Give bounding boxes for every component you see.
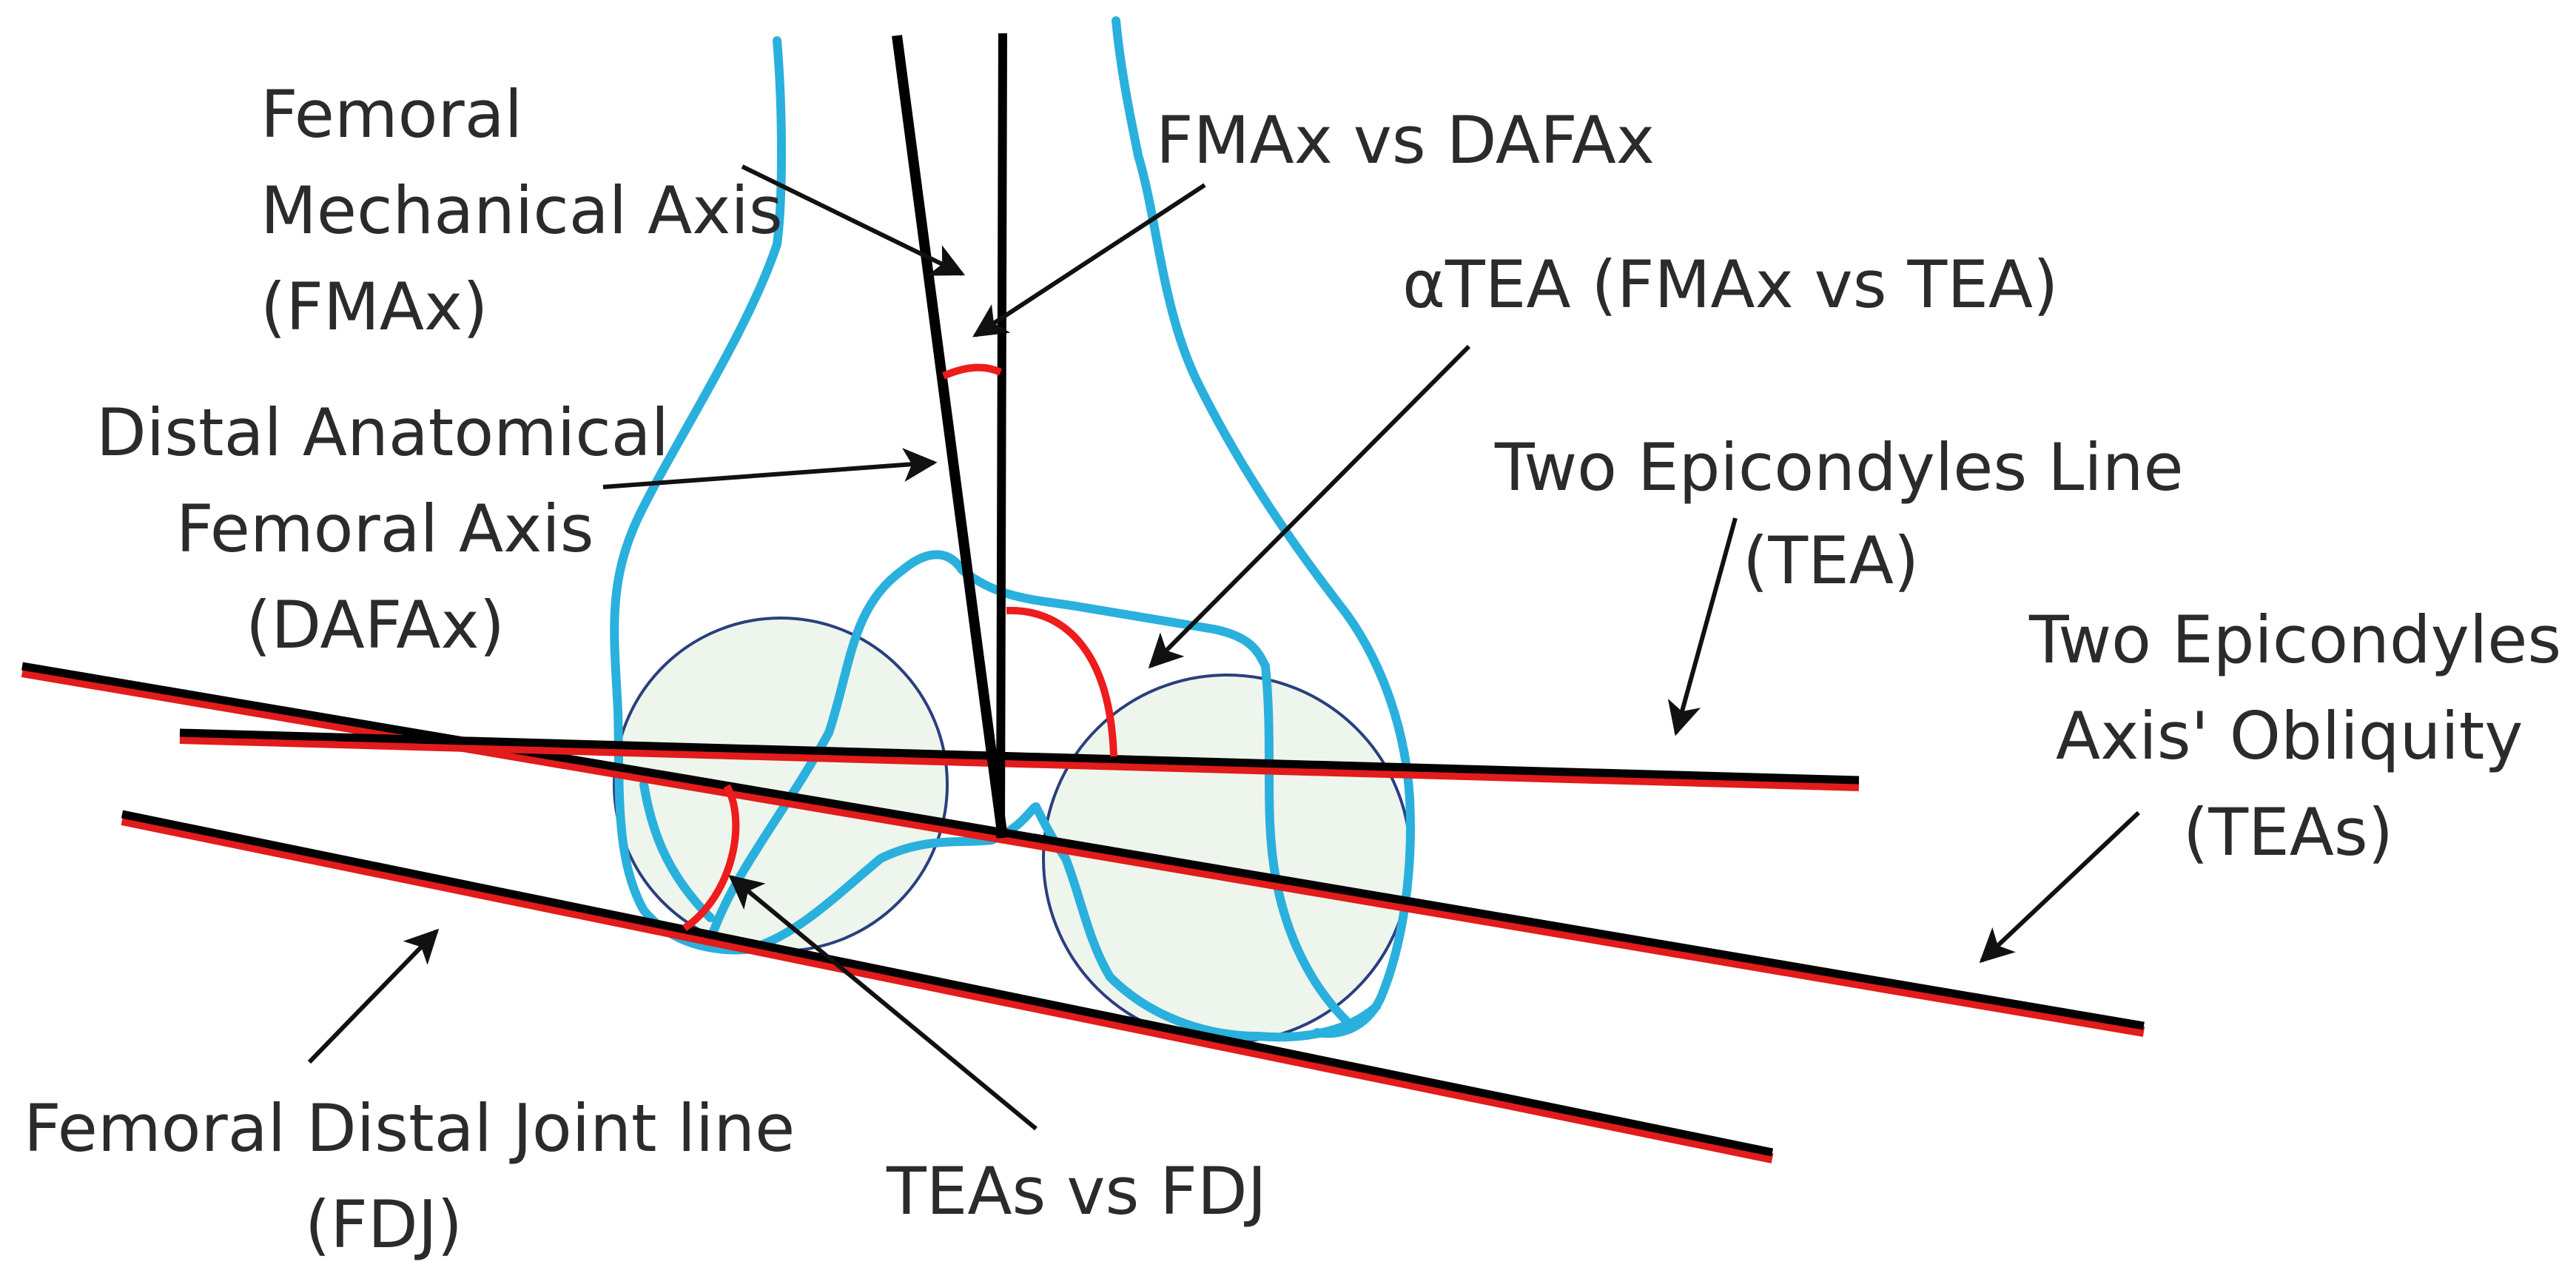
distal-anatomical-femoral-axis-line [892,35,1008,839]
fmax-vs-dafax-angle-arc [941,363,1003,380]
alpha-tea-angle-arc [1006,606,1117,757]
fmax-vs-dafax-arrow [972,183,1206,338]
dafax-label-line3: (DAFAx) [246,587,505,663]
dafax-arrow [602,448,938,489]
teas-vs-fdj-label: TEAs vs FDJ [886,1153,1267,1229]
tea-label-line2: (TEA) [1743,523,1919,599]
alpha-tea-label: αTEA (FMAx vs TEA) [1402,246,2058,323]
fdj-label-line1: Femoral Distal Joint line [24,1090,795,1166]
femoral-mechanical-axis-line [996,33,1007,839]
two-epicondyles-axis-obliquity-line [21,662,2145,1037]
fmax-vs-dafax-label: FMAx vs DAFAx [1156,102,1655,178]
fdj-arrow [307,928,440,1064]
fmax-arrow [741,164,966,276]
fmax-label-line3: (FMAx) [260,269,488,345]
fmax-label-line2: Mechanical Axis [260,172,783,249]
teas-arrow [1979,810,2141,964]
teas-label-line3: (TEAs) [2183,794,2393,870]
teas-label-line1: Two Epicondyles [2028,602,2561,678]
annotation-arrows [307,164,2141,1131]
femoral-distal-joint-line [121,810,1774,1163]
two-epicondyles-line [179,728,1860,791]
alpha-tea-arrow [1148,344,1471,669]
fdj-label-line2: (FDJ) [305,1186,463,1263]
dafax-label-line1: Distal Anatomical [96,394,669,471]
tea-arrow [1667,517,1738,736]
teas-vs-fdj-arrow [728,875,1038,1131]
fmax-label-line1: Femoral [260,76,522,152]
dafax-label-line2: Femoral Axis [176,491,594,567]
teas-vs-fdj-angle-arc [682,784,740,932]
teas-label-line2: Axis' Obliquity [2056,698,2523,774]
tea-label-line1: Two Epicondyles Line [1494,429,2184,506]
